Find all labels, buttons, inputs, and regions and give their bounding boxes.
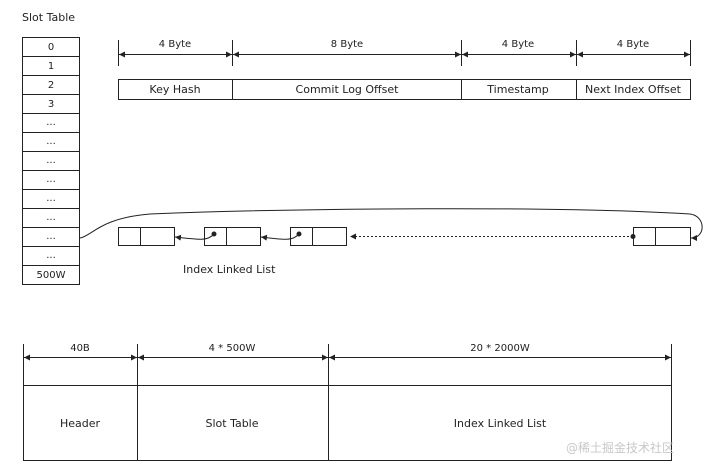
- entry-size-label: 4 Byte: [617, 39, 649, 50]
- entry-size-label: 8 Byte: [331, 39, 363, 50]
- node-pointers: [174, 233, 633, 241]
- slot-table-title: Slot Table: [22, 11, 75, 24]
- pointer-dots: [211, 231, 636, 239]
- slot-row: ...: [46, 193, 56, 204]
- slot-row: ...: [46, 117, 56, 128]
- slot-to-node-link: [79, 208, 703, 241]
- section-slot-table-label: Slot Table: [205, 417, 258, 430]
- slot-row: 500W: [37, 270, 66, 281]
- entry-fields: [118, 79, 691, 100]
- slot-row: 2: [48, 80, 54, 91]
- watermark-text: @稀土掘金技术社区: [566, 440, 674, 455]
- entry-field-label: Key Hash: [149, 83, 200, 96]
- file-layout-sections: [23, 385, 672, 461]
- layout-size-label: 40B: [70, 343, 90, 354]
- entry-size-dimensions: [118, 40, 691, 66]
- entry-size-label: 4 Byte: [502, 39, 534, 50]
- layout-size-dimensions: [23, 344, 672, 386]
- slot-row: ...: [46, 212, 56, 223]
- slot-row: 1: [48, 61, 54, 72]
- section-index-linked-list-label: Index Linked List: [454, 417, 547, 430]
- slot-row: ...: [46, 155, 56, 166]
- entry-field-label: Next Index Offset: [585, 83, 682, 96]
- layout-dimension-arrowheads: [24, 354, 671, 361]
- slot-row: ...: [46, 231, 56, 242]
- entry-field-label: Commit Log Offset: [296, 83, 400, 96]
- slot-row: 0: [48, 42, 54, 53]
- linked-list-label: Index Linked List: [183, 263, 276, 276]
- slot-table: [22, 37, 80, 285]
- slot-row: ...: [46, 250, 56, 261]
- layout-size-label: 20 * 2000W: [470, 343, 530, 354]
- layout-size-label: 4 * 500W: [209, 343, 256, 354]
- entry-dimension-arrowheads: [119, 51, 690, 58]
- section-header-label: Header: [60, 417, 101, 430]
- slot-row: ...: [46, 136, 56, 147]
- entry-size-label: 4 Byte: [159, 39, 191, 50]
- slot-row: ...: [46, 174, 56, 185]
- entry-field-label: Timestamp: [486, 83, 548, 96]
- slot-row: 3: [48, 99, 54, 110]
